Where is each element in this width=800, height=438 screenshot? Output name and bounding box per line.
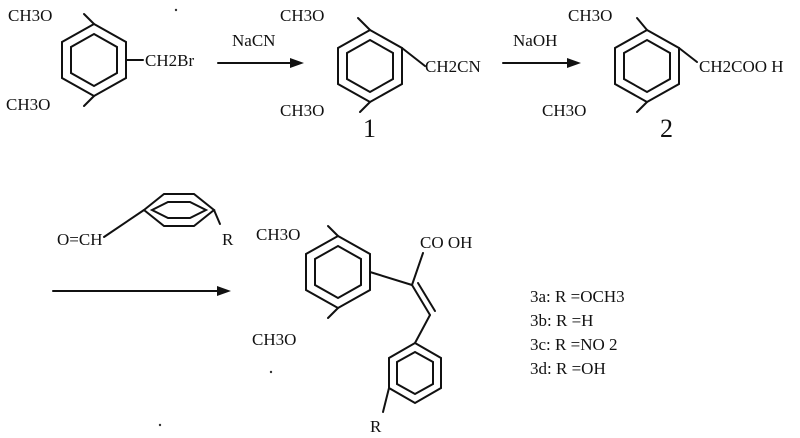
arrow-head bbox=[567, 58, 581, 68]
aromatic-ring-inner bbox=[346, 38, 394, 94]
arrow-head bbox=[217, 286, 231, 296]
bond-ome-top bbox=[83, 13, 95, 25]
methoxy-top-label: CH3O bbox=[8, 6, 52, 25]
aldehyde-reagent: O=CH R bbox=[57, 193, 234, 249]
bond-ome-bottom bbox=[636, 101, 648, 113]
product-3: CH3O CH3O CO OH R bbox=[252, 225, 472, 436]
reagent-nacn: NaCN bbox=[232, 31, 275, 50]
variant-3b: 3b: R =H bbox=[530, 311, 593, 330]
benzene-ring bbox=[142, 193, 216, 227]
aromatic-ring-inner bbox=[149, 201, 209, 219]
compound-1: CH3O CH3O CH2CN 1 bbox=[280, 6, 481, 143]
bond-ome-bottom bbox=[327, 307, 339, 319]
bond-ch2cooh bbox=[678, 47, 698, 63]
bond-ome-bottom bbox=[359, 101, 371, 113]
arrow-head bbox=[290, 58, 304, 68]
starting-material: CH3O CH3O CH2Br bbox=[6, 6, 194, 114]
bond-ring-to-alkene bbox=[369, 271, 413, 286]
methoxy-top-label: CH3O bbox=[256, 225, 300, 244]
methoxy-top-label: CH3O bbox=[568, 6, 612, 25]
compound-number-2: 2 bbox=[660, 114, 673, 143]
ch2cn-label: CH2CN bbox=[425, 57, 481, 76]
arrow-step2: NaOH bbox=[502, 31, 581, 68]
aromatic-ring-inner bbox=[70, 32, 118, 88]
alkene-double-bond-2 bbox=[417, 282, 436, 312]
methoxy-top-label: CH3O bbox=[280, 6, 324, 25]
methoxy-bottom-label: CH3O bbox=[542, 101, 586, 120]
variant-3d: 3d: R =OH bbox=[530, 359, 606, 378]
ch2cooh-label: CH2COO H bbox=[699, 57, 784, 76]
ch2br-label: CH2Br bbox=[145, 51, 194, 70]
bond-ome-top bbox=[636, 17, 648, 31]
benzene-ring-aryl bbox=[388, 341, 442, 405]
bond-ome-top bbox=[357, 17, 371, 31]
acid-label: CO OH bbox=[420, 233, 472, 252]
scan-speck bbox=[174, 8, 178, 12]
arrow-step3 bbox=[52, 286, 231, 296]
bond-ch2cn bbox=[401, 47, 426, 67]
aldehyde-label: O=CH bbox=[57, 230, 102, 249]
aromatic-ring-inner bbox=[623, 38, 671, 94]
scan-speck bbox=[269, 370, 273, 374]
para-r-label: R bbox=[370, 417, 382, 436]
bond-ome-top bbox=[327, 225, 339, 237]
methoxy-bottom-label: CH3O bbox=[6, 95, 50, 114]
scan-speck bbox=[158, 423, 162, 427]
bond-ome-bottom bbox=[83, 95, 95, 107]
variant-3c: 3c: R =NO 2 bbox=[530, 335, 618, 354]
variant-list: 3a: R =OCH3 3b: R =H 3c: R =NO 2 3d: R =… bbox=[530, 287, 625, 378]
bond-cooh bbox=[411, 252, 424, 286]
arrow-step1: NaCN bbox=[217, 31, 304, 68]
compound-number-1: 1 bbox=[363, 114, 376, 143]
alkene-double-bond bbox=[411, 284, 431, 316]
compound-2: CH3O CH3O CH2COO H 2 bbox=[542, 6, 784, 143]
reagent-naoh: NaOH bbox=[513, 31, 557, 50]
bond-para-r bbox=[382, 387, 390, 413]
r-substituent-label: R bbox=[222, 230, 234, 249]
bond-to-aryl bbox=[414, 314, 431, 344]
aromatic-ring-inner bbox=[396, 350, 434, 396]
methoxy-bottom-label: CH3O bbox=[252, 330, 296, 349]
methoxy-bottom-label: CH3O bbox=[280, 101, 324, 120]
variant-3a: 3a: R =OCH3 bbox=[530, 287, 625, 306]
bond-cho bbox=[103, 209, 145, 238]
bond-r bbox=[213, 209, 221, 225]
aromatic-ring-inner bbox=[314, 244, 362, 300]
